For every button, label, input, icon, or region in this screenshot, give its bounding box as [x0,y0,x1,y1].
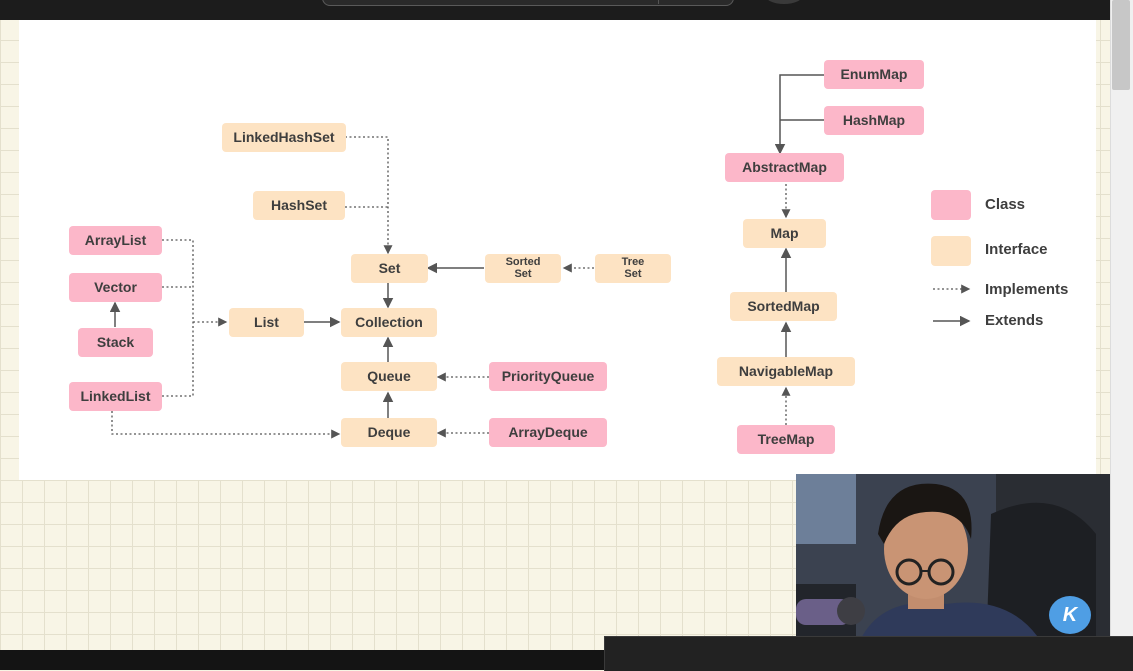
node-abstractmap[interactable]: AbstractMap [725,153,844,182]
scrollbar-track[interactable] [1110,0,1133,650]
node-arraylist[interactable]: ArrayList [69,226,162,255]
node-hashmap[interactable]: HashMap [824,106,924,135]
node-map[interactable]: Map [743,219,826,248]
implements-linkedhashset-set [345,136,393,255]
extends-enummap-abstractmap [774,74,824,155]
legend-interface-label: Interface [985,241,1048,258]
bottom-panel [604,636,1133,671]
legend-class-swatch [931,190,971,220]
node-set[interactable]: Set [351,254,428,283]
node-vector[interactable]: Vector [69,273,162,302]
node-linkedhashset[interactable]: LinkedHashSet [222,123,346,152]
node-collection[interactable]: Collection [341,308,437,337]
address-bar[interactable] [322,0,734,6]
node-navigablemap[interactable]: NavigableMap [717,357,855,386]
node-stack[interactable]: Stack [78,328,153,357]
node-arraydeque[interactable]: ArrayDeque [489,418,607,447]
node-hashset[interactable]: HashSet [253,191,345,220]
implements-linkedlist-deque [111,411,341,439]
node-queue[interactable]: Queue [341,362,437,391]
address-bar-divider [658,0,659,4]
channel-logo-icon: K [1049,596,1091,634]
legend-interface-swatch [931,236,971,266]
scrollbar-thumb[interactable] [1112,0,1130,90]
diagram-board: LinkedHashSet HashSet Set Sorted Set Tre… [19,20,1096,480]
node-sortedset[interactable]: Sorted Set [485,254,561,283]
toolbar-button[interactable] [765,0,803,4]
node-list[interactable]: List [229,308,304,337]
top-toolbar [0,0,1133,20]
connector-lines [109,74,971,439]
legend-implements-label: Implements [985,281,1069,298]
node-deque[interactable]: Deque [341,418,437,447]
node-treeset[interactable]: Tree Set [595,254,671,283]
node-priorityqueue[interactable]: PriorityQueue [489,362,607,391]
legend-extends-label: Extends [985,312,1044,329]
node-enummap[interactable]: EnumMap [824,60,924,89]
node-linkedlist[interactable]: LinkedList [69,382,162,411]
node-treemap[interactable]: TreeMap [737,425,835,454]
legend-class-label: Class [985,196,1026,213]
node-sortedmap[interactable]: SortedMap [730,292,837,321]
